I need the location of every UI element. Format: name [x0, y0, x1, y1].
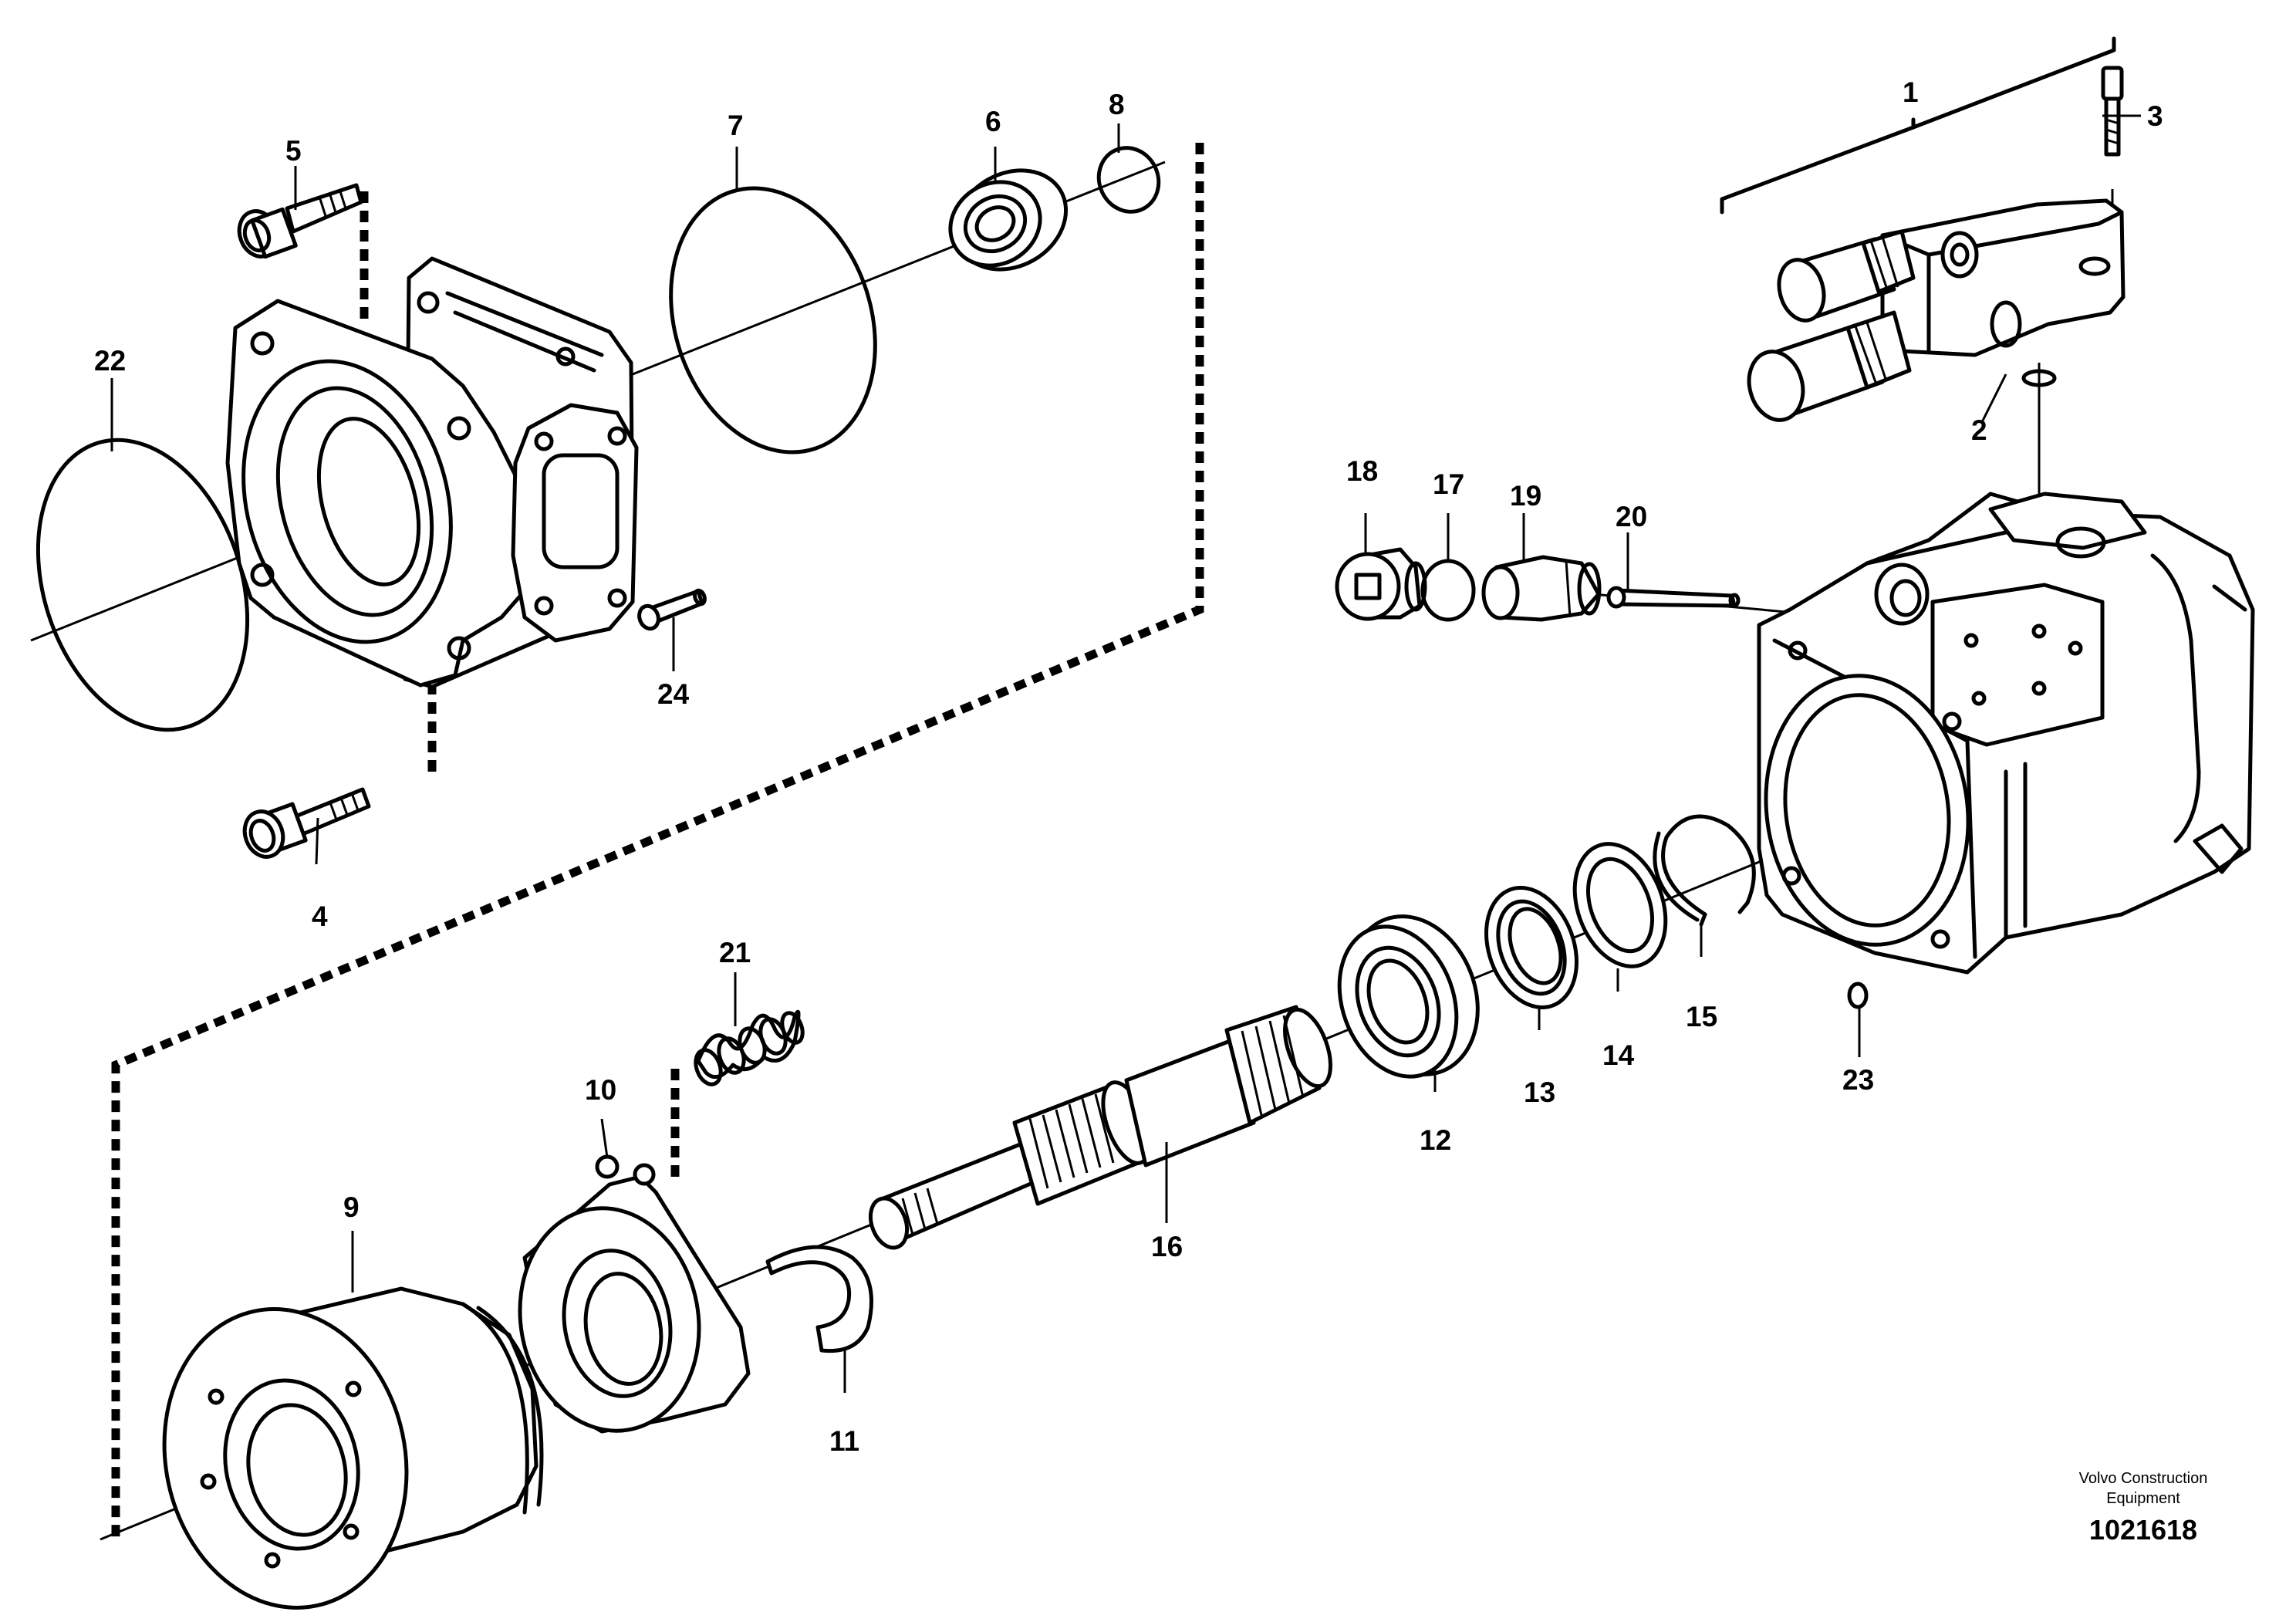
piston-19: [1481, 555, 1602, 622]
callout-24: 24: [657, 678, 690, 710]
callout-5: 5: [285, 135, 302, 167]
callout-19: 19: [1510, 480, 1541, 512]
o-ring-17: [1420, 559, 1476, 622]
washer-14: [1572, 842, 1668, 968]
screw-5: [237, 183, 363, 259]
spring-21: [694, 1009, 805, 1086]
callout-14: 14: [1602, 1039, 1635, 1071]
callout-12: 12: [1420, 1124, 1451, 1156]
callout-17: 17: [1433, 468, 1464, 500]
callout-21: 21: [719, 937, 751, 968]
screw-4: [242, 787, 371, 859]
callout-8: 8: [1109, 89, 1125, 120]
half-ring-11: [765, 1245, 873, 1353]
swash-plate-10: [518, 1154, 751, 1434]
drive-shaft-16: [868, 1005, 1332, 1250]
callout-15: 15: [1686, 1001, 1717, 1032]
callout-1: 1: [1903, 76, 1919, 108]
bearing-6: [948, 168, 1069, 272]
callout-9: 9: [343, 1191, 360, 1223]
callout-18: 18: [1346, 455, 1378, 487]
callout-6: 6: [985, 106, 1001, 137]
pin-20: [1606, 586, 1741, 609]
o-ring-2: [2021, 369, 2057, 387]
assembly-dashed-lines: [111, 143, 1204, 1543]
front-flange-housing: [225, 256, 639, 689]
callout-23: 23: [1842, 1064, 1874, 1096]
callout-4: 4: [312, 901, 328, 932]
circlip-15: [1653, 814, 1756, 927]
callout-labels: 1 2 3 4 5 6 7 8 9 10 11 12 13 14 15 16 1…: [94, 76, 2163, 1457]
o-ring-7: [669, 186, 877, 454]
control-valve-1: [1747, 198, 2125, 422]
callout-7: 7: [728, 110, 744, 141]
credit-line-1: Volvo Construction: [2079, 1470, 2208, 1487]
callout-10: 10: [585, 1074, 616, 1106]
snap-ring-8: [1096, 146, 1161, 214]
callout-3: 3: [2147, 100, 2163, 132]
credit-line-2: Equipment: [2106, 1490, 2180, 1507]
seal-13: [1484, 886, 1578, 1009]
leader-lines: [110, 114, 2141, 1393]
screw-3: [2101, 66, 2124, 157]
pin-24: [637, 588, 707, 631]
callout-22: 22: [94, 345, 126, 377]
callout-20: 20: [1616, 501, 1647, 532]
callout-16: 16: [1151, 1231, 1183, 1262]
drawing-number: 1021618: [2089, 1514, 2197, 1546]
o-ring-23: [1847, 982, 1869, 1009]
callout-11: 11: [829, 1425, 859, 1457]
group-bracket-1: [1720, 36, 2116, 215]
bearing-12: [1337, 914, 1480, 1079]
callout-2: 2: [1971, 414, 1987, 446]
cylinder-block-9: [162, 1286, 544, 1610]
footer-credit: Volvo Construction Equipment 1021618: [2079, 1470, 2208, 1546]
plug-18: [1335, 547, 1427, 621]
pump-housing: [1757, 492, 2255, 975]
callout-13: 13: [1524, 1076, 1555, 1108]
